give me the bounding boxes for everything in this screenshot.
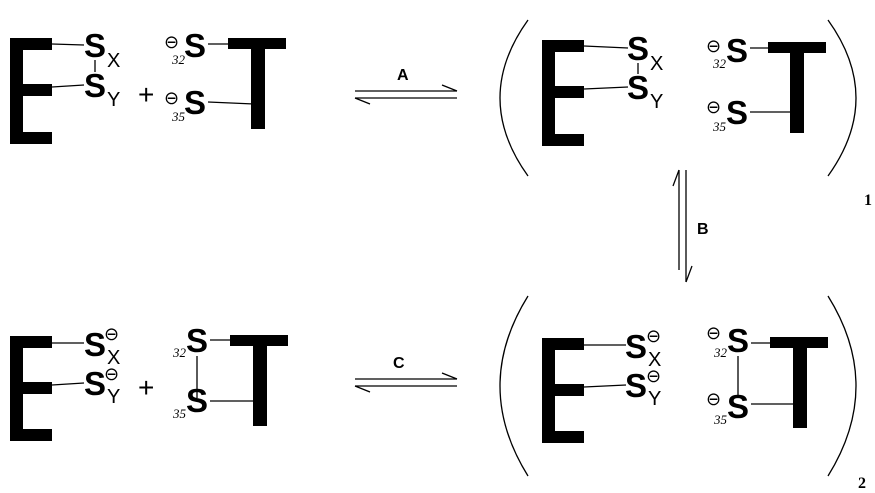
sub-x: X <box>107 50 120 72</box>
complex1-group: 1 S X S Y ⊖ 32 S ⊖ 35 S <box>499 19 872 209</box>
bond-e-sy <box>583 384 627 388</box>
target-t-shape <box>770 337 828 428</box>
target-t-shape <box>228 38 286 129</box>
plus-sign: + <box>138 372 154 403</box>
paren-right-2 <box>827 295 857 477</box>
sulfur-32: S <box>726 32 748 69</box>
charge-x: ⊖ <box>104 324 119 344</box>
bond-e-sx <box>51 43 85 46</box>
sulfur-32: S <box>186 322 208 359</box>
isotope-32: 32 <box>171 52 186 67</box>
charge-35: ⊖ <box>706 389 721 409</box>
sub-y: Y <box>107 386 120 408</box>
sulfur-35: S <box>727 388 749 425</box>
isotope-32: 32 <box>712 56 727 71</box>
charge-35: ⊖ <box>706 97 721 117</box>
sulfur-32: S <box>727 322 749 359</box>
bond-e-sy <box>583 86 629 90</box>
sulfur-35: S <box>186 382 208 419</box>
complex-index-2: 2 <box>858 475 866 492</box>
equilibrium-arrow-c <box>354 372 458 393</box>
bond-e-sx <box>583 45 629 49</box>
complex-index-1: 1 <box>864 192 872 209</box>
thiol-sx: S <box>84 27 106 64</box>
thiol-sy: S <box>84 67 106 104</box>
sub-x: X <box>107 347 120 369</box>
thiol-sx: S <box>84 326 106 363</box>
charge-y: ⊖ <box>646 366 661 386</box>
charge-y: ⊖ <box>104 364 119 384</box>
target-t-shape <box>230 335 288 426</box>
reactant-group: S X S Y + ⊖ 32 S ⊖ 35 S <box>10 27 286 144</box>
product-group: ⊖ S X ⊖ S Y + 32 S 35 S <box>10 322 288 441</box>
sulfur-35: S <box>184 84 206 121</box>
isotope-32: 32 <box>172 345 187 360</box>
sub-y: Y <box>650 91 663 113</box>
isotope-35: 35 <box>712 119 727 134</box>
sub-y: Y <box>648 388 661 410</box>
thiol-sy: S <box>625 367 647 404</box>
equilibrium-arrow-a <box>354 84 458 105</box>
thiol-sx: S <box>627 30 649 67</box>
arrow-label-b: B <box>697 221 709 238</box>
complex2-group: 2 ⊖ S X ⊖ S Y ⊖ 32 S ⊖ 35 S <box>499 295 866 492</box>
bond-e-sy <box>51 382 85 386</box>
arrow-label-c: C <box>393 355 405 372</box>
charge-32: ⊖ <box>706 36 721 56</box>
enzyme-e-shape <box>10 336 52 441</box>
paren-left-2 <box>499 295 529 477</box>
paren-left-1 <box>499 19 529 177</box>
thiol-sy: S <box>627 69 649 106</box>
charge-35: ⊖ <box>164 88 179 108</box>
bond-e-sy <box>51 84 85 88</box>
isotope-32: 32 <box>713 345 728 360</box>
enzyme-e-shape <box>542 338 584 443</box>
sulfur-32: S <box>184 27 206 64</box>
enzyme-e-shape <box>542 40 584 146</box>
charge-x: ⊖ <box>646 326 661 346</box>
sub-y: Y <box>107 89 120 111</box>
paren-right-1 <box>827 19 857 177</box>
isotope-35: 35 <box>171 109 186 124</box>
thiol-sy: S <box>84 365 106 402</box>
sulfur-35: S <box>726 94 748 131</box>
isotope-35: 35 <box>172 406 187 421</box>
enzyme-e-shape <box>10 38 52 144</box>
charge-32: ⊖ <box>706 323 721 343</box>
sub-x: X <box>648 349 661 371</box>
equilibrium-arrow-b <box>672 169 693 283</box>
bond-s35-t <box>207 101 255 105</box>
arrow-label-a: A <box>397 67 409 84</box>
target-t-shape <box>768 42 826 133</box>
charge-32: ⊖ <box>164 32 179 52</box>
isotope-35: 35 <box>713 412 728 427</box>
plus-sign: + <box>138 79 154 110</box>
sub-x: X <box>650 53 663 75</box>
thiol-sx: S <box>625 328 647 365</box>
